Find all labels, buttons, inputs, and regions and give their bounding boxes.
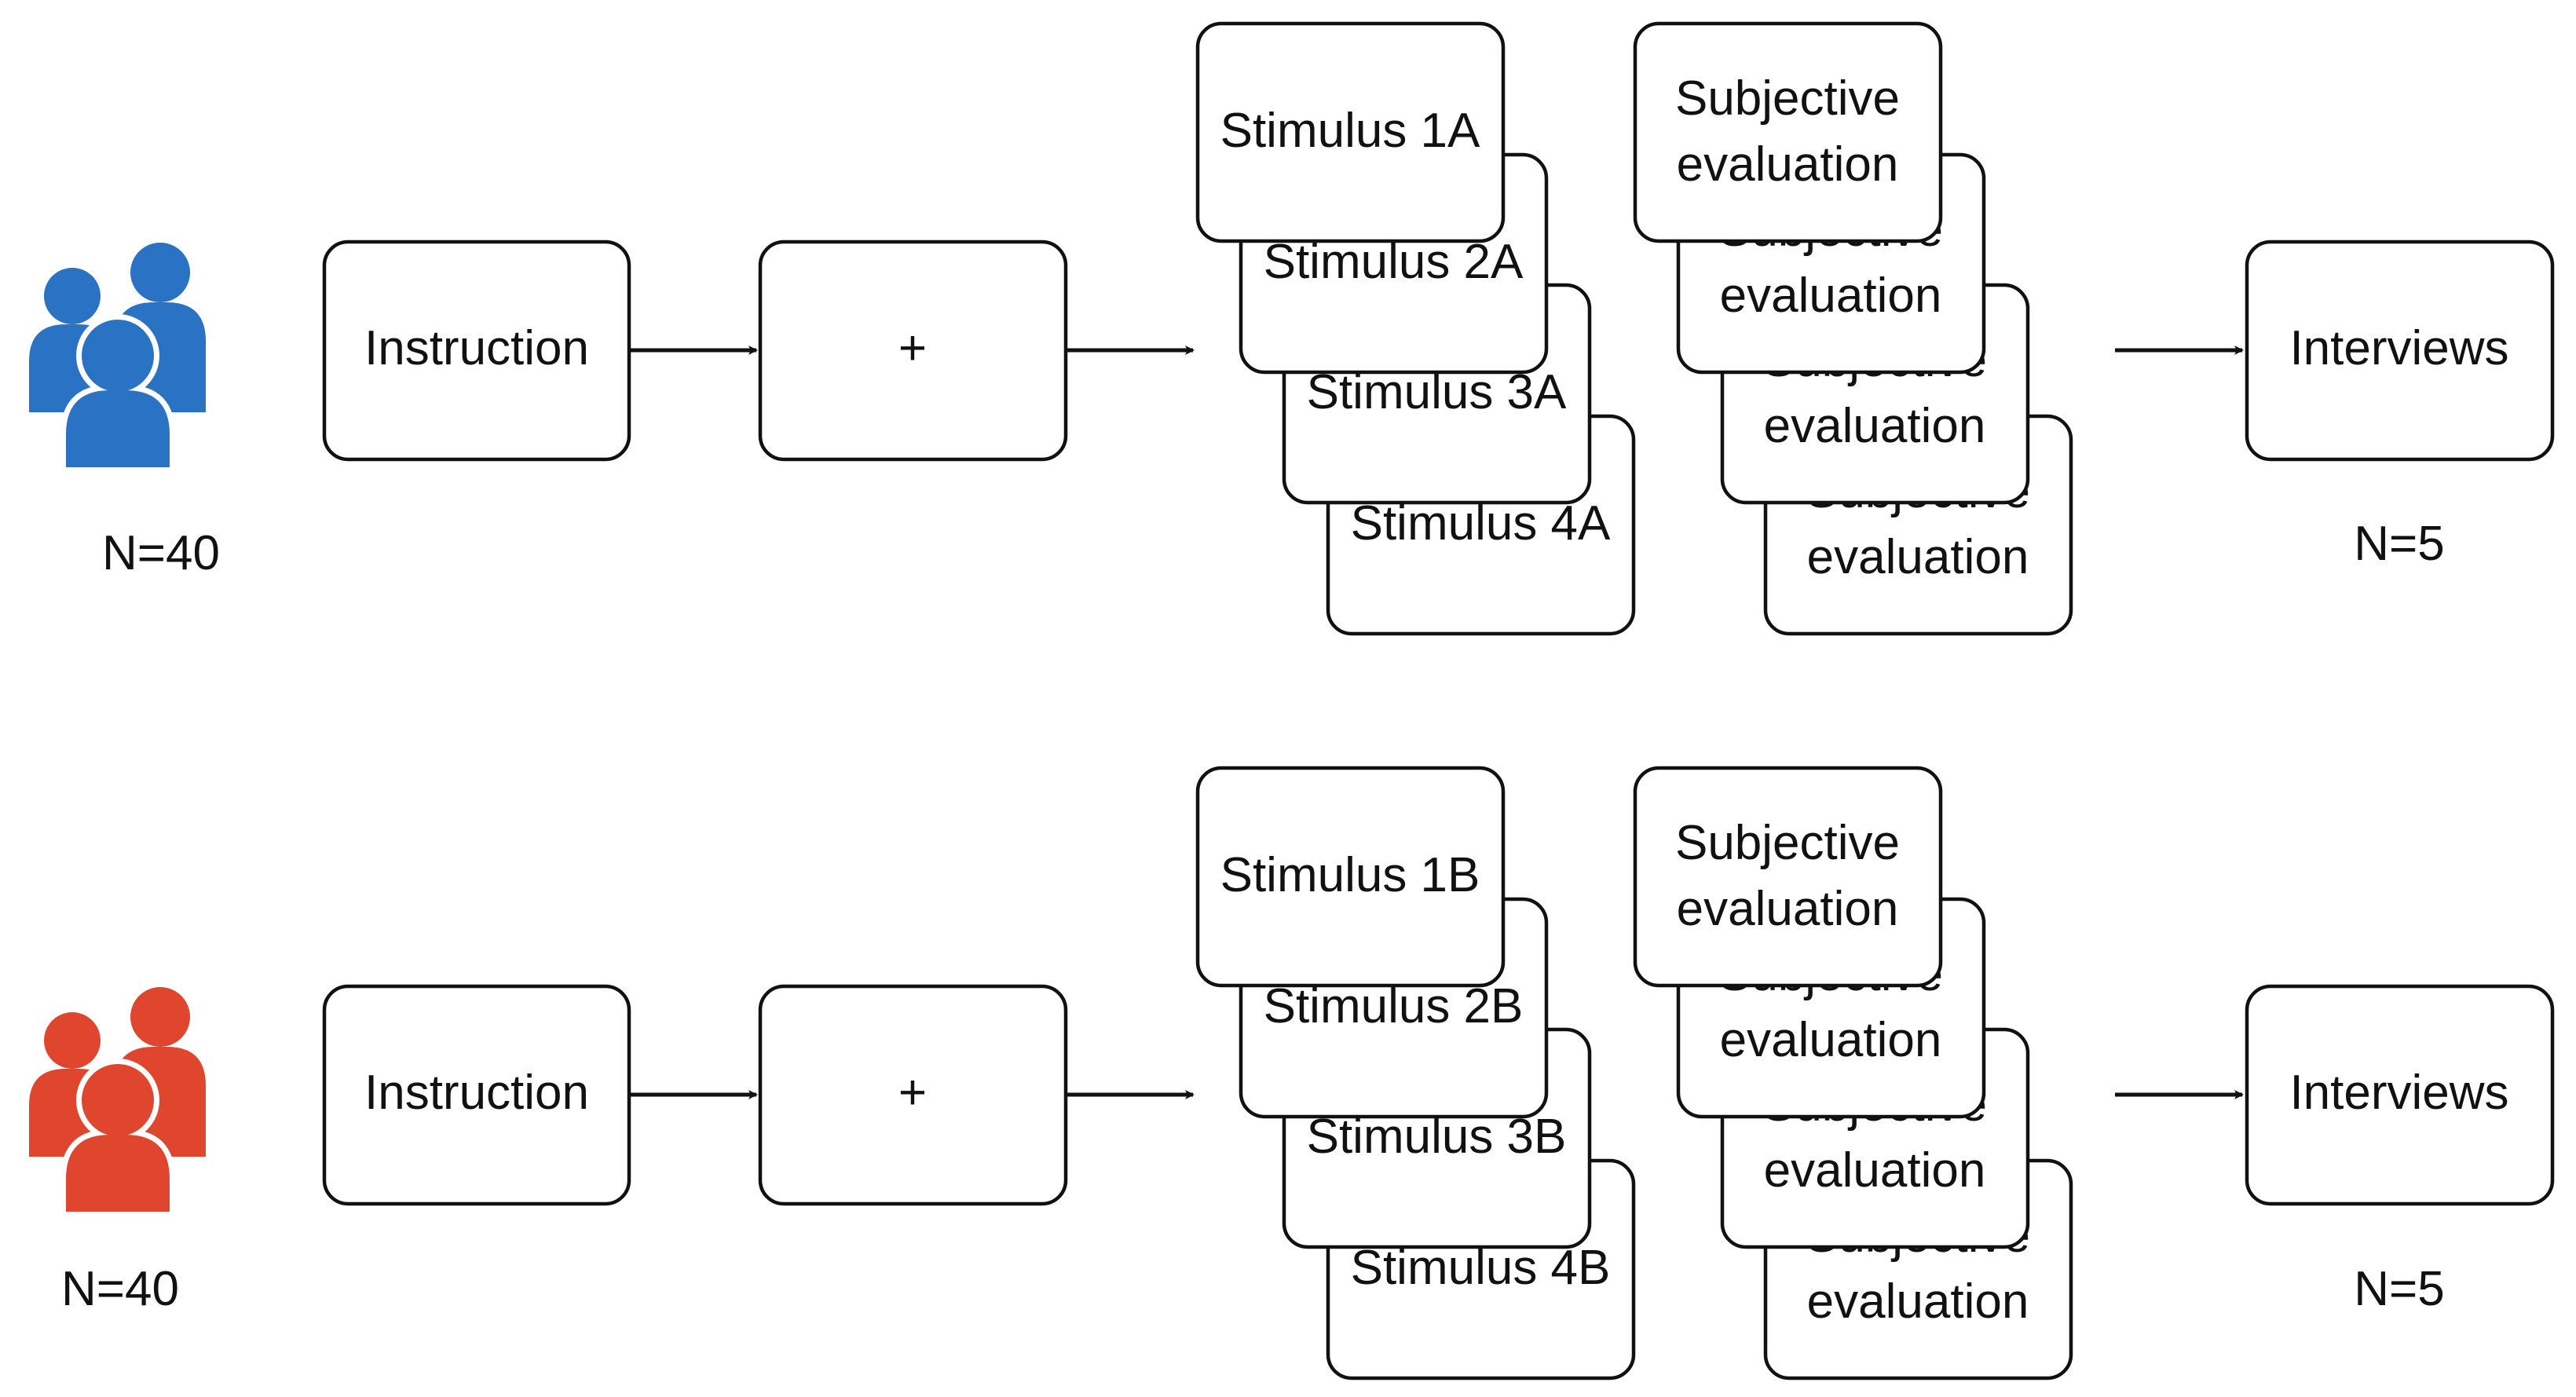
stimulus-stack: Stimulus 4A Stimulus 3A Stimulus 2A Stim… bbox=[1195, 21, 1636, 636]
svg-text:evaluation: evaluation bbox=[1764, 399, 1986, 453]
fixation-cross: + bbox=[898, 1066, 927, 1120]
svg-text:Stimulus 4A: Stimulus 4A bbox=[1351, 496, 1611, 550]
instruction-label: Instruction bbox=[364, 1066, 589, 1120]
svg-text:evaluation: evaluation bbox=[1807, 530, 2029, 584]
fixation-step: + bbox=[758, 240, 1068, 462]
interviewee-count: N=5 bbox=[2354, 517, 2444, 571]
svg-text:evaluation: evaluation bbox=[1720, 1013, 1942, 1067]
condition-a-row: N=40 Instruction + Stimulus 4A Stimulus … bbox=[29, 21, 2555, 636]
svg-text:Stimulus 4B: Stimulus 4B bbox=[1351, 1241, 1611, 1295]
participant-count: N=40 bbox=[102, 526, 220, 580]
evaluation-card-1: Subjective evaluation bbox=[1633, 21, 1943, 243]
svg-text:evaluation: evaluation bbox=[1677, 137, 1899, 192]
stimulus-stack: Stimulus 4B Stimulus 3B Stimulus 2B Stim… bbox=[1195, 766, 1636, 1381]
interviews-step: Interviews bbox=[2245, 984, 2555, 1206]
stimulus-card-1: Stimulus 1B bbox=[1195, 766, 1506, 988]
fixation-step: + bbox=[758, 984, 1068, 1206]
interviews-label: Interviews bbox=[2289, 1066, 2508, 1120]
svg-text:Stimulus 3B: Stimulus 3B bbox=[1307, 1110, 1567, 1164]
interviews-label: Interviews bbox=[2289, 321, 2508, 375]
svg-text:Stimulus 2A: Stimulus 2A bbox=[1264, 235, 1524, 289]
participant-group-icon bbox=[29, 243, 206, 473]
condition-b-row: N=40 Instruction + Stimulus 4B Stimulus … bbox=[29, 766, 2555, 1381]
interviewee-count: N=5 bbox=[2354, 1262, 2444, 1316]
participant-count: N=40 bbox=[61, 1262, 179, 1316]
svg-text:evaluation: evaluation bbox=[1677, 882, 1899, 936]
svg-text:evaluation: evaluation bbox=[1807, 1274, 2029, 1329]
evaluation-card-1: Subjective evaluation bbox=[1633, 766, 1943, 988]
svg-text:Subjective: Subjective bbox=[1675, 71, 1900, 126]
svg-text:Stimulus 3A: Stimulus 3A bbox=[1307, 365, 1567, 419]
evaluation-stack: Subjective evaluation Subjective evaluat… bbox=[1633, 21, 2073, 636]
instruction-label: Instruction bbox=[364, 321, 589, 375]
people-group-icon bbox=[29, 987, 206, 1217]
instruction-step: Instruction bbox=[322, 984, 631, 1206]
fixation-cross: + bbox=[898, 321, 927, 375]
svg-text:Stimulus 1B: Stimulus 1B bbox=[1220, 848, 1480, 902]
svg-text:evaluation: evaluation bbox=[1764, 1143, 1986, 1198]
svg-text:Stimulus 1A: Stimulus 1A bbox=[1220, 104, 1480, 158]
instruction-step: Instruction bbox=[322, 240, 631, 462]
people-group-icon bbox=[29, 243, 206, 473]
svg-text:Subjective: Subjective bbox=[1675, 816, 1900, 870]
stimulus-card-1: Stimulus 1A bbox=[1195, 21, 1506, 243]
evaluation-stack: Subjective evaluation Subjective evaluat… bbox=[1633, 766, 2073, 1381]
interviews-step: Interviews bbox=[2245, 240, 2555, 462]
svg-text:evaluation: evaluation bbox=[1720, 269, 1942, 323]
svg-text:Stimulus 2B: Stimulus 2B bbox=[1264, 979, 1524, 1033]
participant-group-icon bbox=[29, 987, 206, 1217]
